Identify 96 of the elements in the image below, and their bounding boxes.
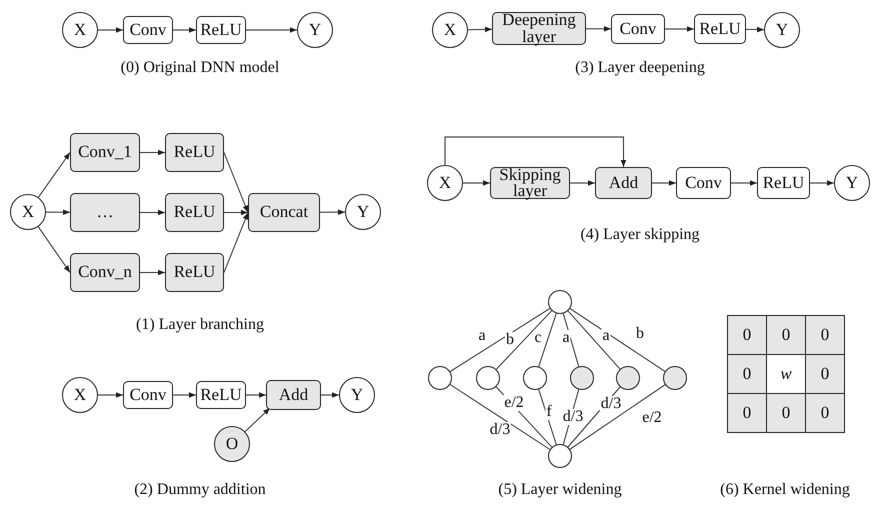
arrow bbox=[38, 152, 70, 198]
variable-circle: X bbox=[432, 12, 468, 48]
layer-box: Skipping layer bbox=[490, 167, 570, 199]
layer-box: ReLU bbox=[196, 16, 246, 44]
arrow bbox=[320, 392, 340, 398]
variable-circle: O bbox=[214, 426, 250, 462]
connector-line bbox=[538, 312, 557, 368]
arrow bbox=[244, 408, 270, 432]
layer-box: Add bbox=[595, 167, 652, 199]
variable-circle: Y bbox=[339, 377, 375, 413]
arrow bbox=[444, 136, 626, 168]
arrow bbox=[570, 180, 596, 186]
arrow bbox=[98, 27, 124, 33]
arrow bbox=[140, 210, 166, 216]
variable-circle: Y bbox=[764, 12, 800, 48]
layer-box: ReLU bbox=[757, 167, 810, 199]
arrow bbox=[664, 26, 694, 32]
layer-box: ReLU bbox=[165, 133, 224, 172]
arrow bbox=[246, 392, 266, 398]
panel-caption: (6) Kernel widening bbox=[720, 481, 850, 499]
arrow bbox=[38, 226, 70, 273]
layer-box: Conv_1 bbox=[70, 133, 140, 172]
kernel-cell: 0 bbox=[727, 315, 767, 355]
panel-caption: (1) Layer branching bbox=[136, 316, 264, 334]
variable-circle: X bbox=[62, 377, 98, 413]
layer-box: ReLU bbox=[165, 253, 224, 292]
kernel-cell: 0 bbox=[766, 315, 806, 355]
connector-line bbox=[562, 313, 580, 367]
layer-box: Conv bbox=[676, 167, 731, 199]
layer-box: Conv bbox=[123, 381, 173, 409]
arrow bbox=[652, 180, 676, 186]
arrow bbox=[246, 27, 298, 33]
arrow bbox=[140, 270, 166, 276]
connector-line bbox=[450, 308, 550, 372]
neuron-circle bbox=[548, 290, 572, 314]
kernel-cell: 0 bbox=[805, 393, 845, 433]
arrow bbox=[172, 27, 196, 33]
connector-line bbox=[568, 310, 620, 370]
arrow bbox=[224, 212, 248, 273]
arrow bbox=[586, 26, 612, 32]
variable-circle: Y bbox=[834, 165, 870, 201]
layer-box: Concat bbox=[248, 193, 320, 232]
panel-caption: (2) Dummy addition bbox=[134, 481, 266, 499]
arrow bbox=[730, 180, 758, 186]
arrow bbox=[46, 209, 70, 216]
neuron-circle bbox=[428, 366, 452, 390]
kernel-cell: 0 bbox=[805, 315, 845, 355]
arrow bbox=[98, 392, 124, 398]
arrow bbox=[462, 180, 490, 186]
panel-caption: (3) Layer deepening bbox=[575, 59, 705, 77]
arrow bbox=[746, 26, 764, 32]
neuron-circle bbox=[616, 366, 640, 390]
arrow bbox=[140, 150, 166, 156]
layer-box: ReLU bbox=[196, 381, 246, 409]
arrow bbox=[224, 152, 248, 213]
connector-line bbox=[496, 310, 552, 370]
arrow bbox=[810, 180, 834, 186]
connector-line bbox=[496, 386, 552, 448]
layer-box: ReLU bbox=[165, 193, 224, 232]
kernel-cell: 0 bbox=[805, 354, 845, 394]
edge-label: d/3 bbox=[562, 409, 584, 425]
variable-circle: Y bbox=[297, 12, 333, 48]
variable-circle: X bbox=[427, 165, 463, 201]
variable-circle: X bbox=[10, 194, 46, 230]
panel-caption: (4) Layer skipping bbox=[580, 226, 700, 244]
kernel-cell: 0 bbox=[766, 393, 806, 433]
arrow bbox=[320, 209, 346, 215]
connector-line bbox=[450, 384, 550, 450]
layer-box: ReLU bbox=[694, 14, 746, 44]
arrow bbox=[468, 26, 492, 32]
layer-box: … bbox=[70, 193, 140, 232]
layer-box: Deepening layer bbox=[492, 12, 586, 45]
neuron-circle bbox=[523, 366, 547, 390]
kernel-cell: 0 bbox=[727, 393, 767, 433]
arrow bbox=[224, 210, 248, 216]
edge-label: f bbox=[545, 404, 553, 420]
neuron-circle bbox=[663, 366, 687, 390]
variable-circle: Y bbox=[345, 194, 381, 230]
edge-label: d/3 bbox=[600, 396, 622, 412]
variable-circle: X bbox=[62, 12, 98, 48]
layer-box: Add bbox=[266, 380, 321, 410]
connector-line bbox=[562, 389, 580, 445]
connector-line bbox=[569, 384, 666, 450]
panel-caption: (5) Layer widening bbox=[498, 481, 622, 499]
neuron-circle bbox=[548, 444, 572, 468]
kernel-cell: 0 bbox=[727, 354, 767, 394]
connector-line bbox=[570, 308, 666, 372]
edge-label: e/2 bbox=[503, 395, 525, 411]
connector-line bbox=[538, 388, 557, 446]
neuron-circle bbox=[570, 366, 594, 390]
layer-box: Conv bbox=[611, 14, 665, 44]
layer-box: Conv bbox=[123, 16, 173, 44]
panel-caption: (0) Original DNN model bbox=[120, 59, 280, 77]
layer-box: Conv_n bbox=[70, 253, 140, 292]
arrow bbox=[172, 392, 196, 398]
neuron-circle bbox=[476, 366, 500, 390]
